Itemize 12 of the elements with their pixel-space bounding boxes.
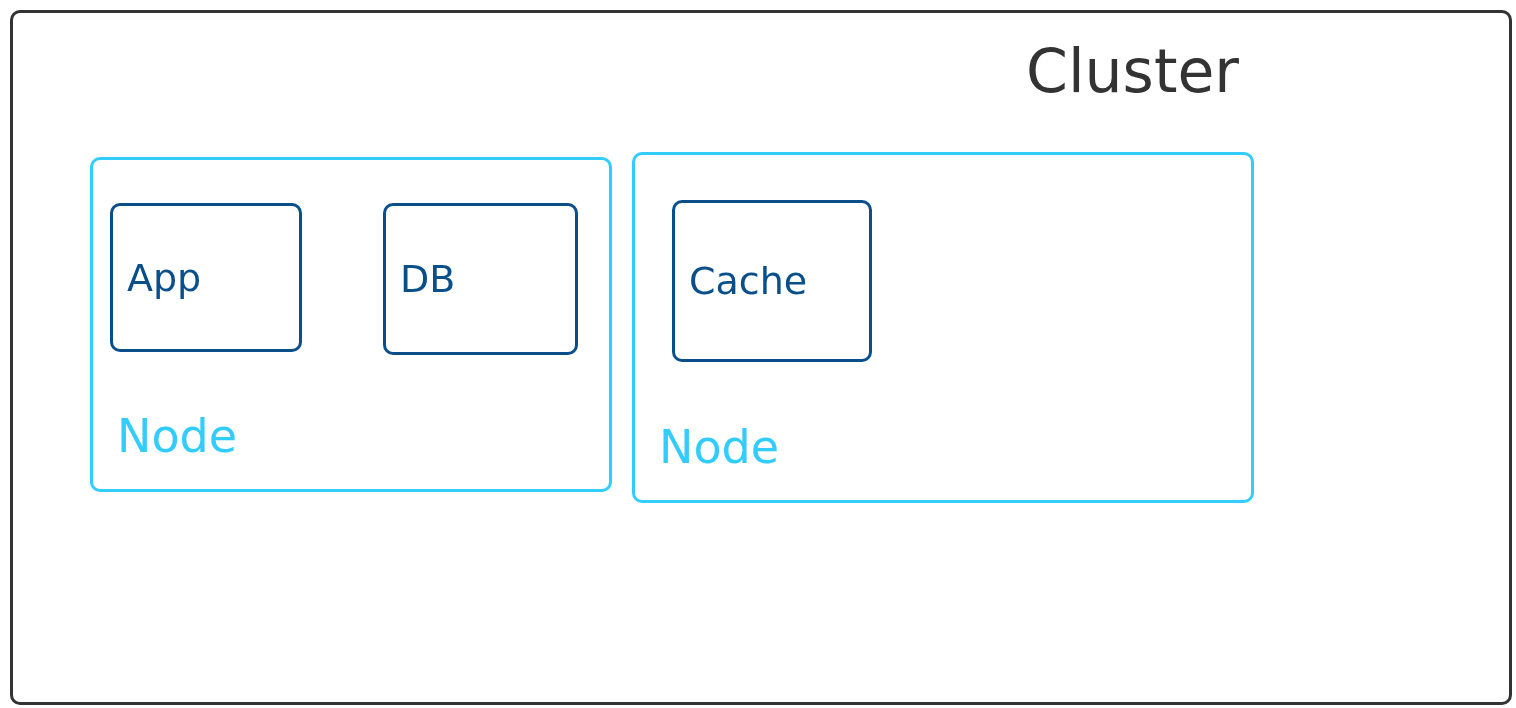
service-label: App	[127, 258, 202, 297]
service-label: DB	[400, 260, 456, 298]
node-label: Node	[659, 424, 780, 470]
node-box	[90, 157, 612, 492]
service-box	[383, 203, 578, 355]
service-label: Cache	[689, 262, 808, 300]
node-label: Node	[117, 413, 238, 459]
service-box	[110, 203, 302, 352]
service-box	[672, 200, 872, 362]
cluster-label: Cluster	[1026, 41, 1239, 101]
cluster-frame	[10, 10, 1512, 705]
node-box	[632, 152, 1254, 503]
